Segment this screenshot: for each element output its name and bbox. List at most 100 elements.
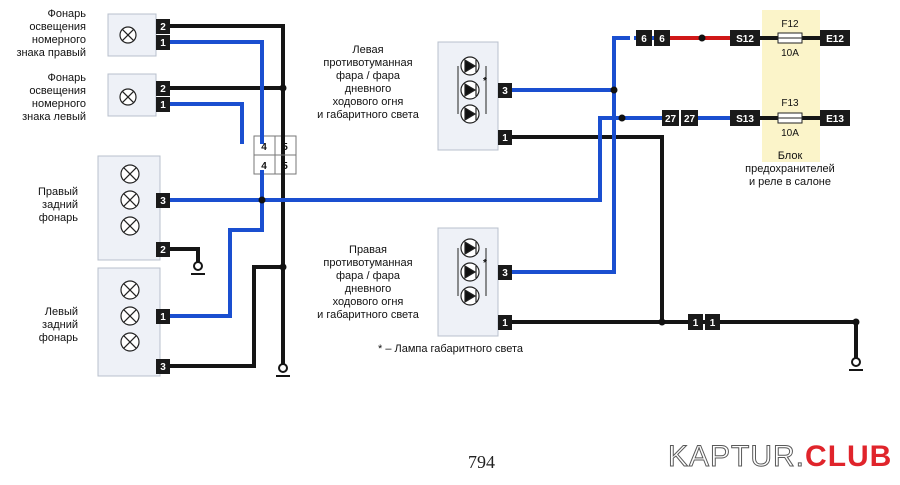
bulb-icon	[119, 88, 137, 106]
junction-dot	[610, 86, 618, 94]
wire-black-fog-left-ground	[512, 135, 664, 322]
wire-blue-plate-right	[170, 40, 264, 144]
watermark-part1: KAPTUR.	[667, 440, 806, 474]
pin-label: 2	[160, 245, 166, 256]
e-label: E12	[826, 34, 844, 45]
conn-label: 1	[710, 318, 716, 329]
pin-label: 3	[502, 268, 508, 279]
asterisk-right: *	[483, 258, 487, 269]
conn-box	[688, 314, 703, 330]
pin-box	[156, 35, 170, 50]
wire-black-main-ground	[170, 24, 285, 366]
junction-dot	[279, 263, 287, 271]
pin-box	[156, 193, 170, 208]
s-label: S13	[736, 114, 754, 125]
page-number: 794	[468, 452, 495, 472]
pin-label: 2	[160, 84, 166, 95]
pin-label: 3	[160, 196, 166, 207]
wire-black-fog-right-ground	[512, 320, 858, 358]
pin-box	[498, 83, 512, 98]
wire-blue-plate-left	[170, 102, 244, 144]
wire-blue-splice-down	[170, 170, 264, 318]
pin-box	[498, 265, 512, 280]
wire-blue-rear-right	[170, 116, 662, 202]
fuse-rating: 10A	[781, 128, 799, 139]
conn-label: 6	[659, 34, 665, 45]
s-box	[730, 30, 760, 46]
led-icon	[460, 80, 480, 100]
label-fog-right: Правая противотуманная фара / фара дневн…	[317, 244, 419, 321]
pin-box	[156, 242, 170, 257]
junction-dot	[258, 196, 266, 204]
fuse-rating: 10A	[781, 48, 799, 59]
conn-label: 6	[641, 34, 647, 45]
splice-pin: 4	[261, 142, 267, 153]
wire-black-rear-right-ground	[170, 247, 200, 262]
bulb-icon	[120, 280, 140, 300]
e-box	[820, 110, 850, 126]
splice-pin: 5	[282, 161, 288, 172]
wire-black-rear-left	[170, 265, 283, 368]
label-fog-left: Левая противотуманная фара / фара дневно…	[317, 44, 419, 121]
pin-label: 1	[160, 38, 166, 49]
led-icon	[460, 104, 480, 124]
s-label: S12	[736, 34, 754, 45]
junction-dot	[658, 318, 666, 326]
conn-label: 27	[665, 114, 677, 125]
ground-symbol-right	[849, 357, 863, 371]
pin-label: 2	[160, 22, 166, 33]
pin-label: 3	[160, 362, 166, 373]
bulb-icon	[119, 26, 137, 44]
conn-box	[654, 30, 670, 46]
led-icon	[460, 286, 480, 306]
pin-box	[156, 19, 170, 34]
fuse-name: F13	[781, 98, 799, 109]
bulb-icon	[120, 332, 140, 352]
label-plate-lamp-right: Фонарь освещения номерного знака правый	[16, 8, 86, 59]
pin-box	[498, 315, 512, 330]
conn-label: 27	[684, 114, 696, 125]
led-icon	[460, 238, 480, 258]
pin-label: 3	[502, 86, 508, 97]
ground-symbol-main	[276, 363, 290, 377]
junction-dot	[279, 84, 287, 92]
fuse-name: F12	[781, 19, 799, 30]
pin-label: 1	[160, 312, 166, 323]
conn-label: 1	[693, 318, 699, 329]
wire-blue-fog-left	[512, 36, 630, 92]
fog-lamp-right-body	[437, 227, 499, 337]
asterisk-left: *	[483, 76, 487, 87]
pin-box	[156, 81, 170, 96]
pin-label: 1	[160, 100, 166, 111]
e-label: E13	[826, 114, 844, 125]
label-note: * – Лампа габаритного света	[378, 343, 524, 355]
pin-label: 1	[502, 318, 508, 329]
conn-box	[662, 110, 679, 126]
watermark: KAPTUR.CLUB	[667, 440, 892, 474]
label-rear-lamp-left: Левый задний фонарь	[38, 306, 78, 344]
led-bus-right	[457, 248, 487, 296]
conn-box	[705, 314, 720, 330]
led-bus-left	[457, 66, 487, 114]
conn-box	[681, 110, 698, 126]
pin-box	[156, 309, 170, 324]
junction-dot	[698, 34, 706, 42]
bulb-icon	[120, 306, 140, 326]
ground-symbol-rear-right	[191, 261, 205, 275]
bulb-icon	[120, 216, 140, 236]
pin-box	[156, 359, 170, 374]
led-icon	[460, 56, 480, 76]
s-box	[730, 110, 760, 126]
label-rear-lamp-right: Правый задний фонарь	[37, 186, 78, 224]
splice-pin: 5	[282, 142, 288, 153]
bulb-icon	[120, 190, 140, 210]
junction-dot	[852, 318, 860, 326]
pin-box	[156, 97, 170, 112]
label-fuse-block: Блок предохранителей и реле в салоне	[745, 150, 835, 188]
junction-dot	[618, 114, 626, 122]
pin-label: 1	[502, 133, 508, 144]
conn-box	[636, 30, 652, 46]
pin-box	[498, 130, 512, 145]
wire-blue-fog-right	[512, 90, 616, 274]
